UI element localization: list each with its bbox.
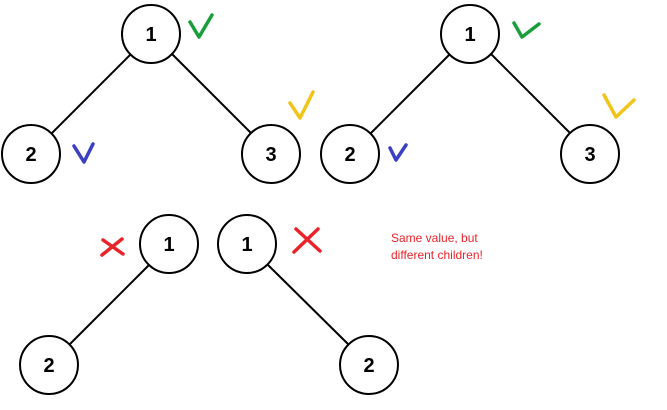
node-d-right: 2 xyxy=(339,335,399,395)
check-b-root xyxy=(512,21,541,39)
check-b-left xyxy=(388,143,408,162)
annotation-note: Same value, but different children! xyxy=(391,230,531,264)
tree-a: 1 2 3 xyxy=(1,4,315,184)
svg-text:1: 1 xyxy=(464,24,475,46)
node-a-right: 3 xyxy=(241,124,301,184)
note-line-1: Same value, but xyxy=(391,231,478,245)
cross-d-root xyxy=(292,227,322,254)
cross-c-root xyxy=(100,237,125,257)
edge-b-root-right xyxy=(490,53,571,134)
svg-text:2: 2 xyxy=(43,355,54,377)
check-a-root xyxy=(188,13,214,39)
edge-b-root-left xyxy=(370,53,451,134)
node-b-left: 2 xyxy=(320,124,380,184)
note-line-2: different children! xyxy=(391,248,483,262)
svg-text:1: 1 xyxy=(241,234,252,256)
node-a-left: 2 xyxy=(1,124,61,184)
check-a-right xyxy=(288,90,315,120)
tree-d: 1 2 xyxy=(217,214,399,395)
check-b-right xyxy=(602,93,636,119)
node-a-root: 1 xyxy=(121,4,181,64)
check-a-left xyxy=(72,142,95,164)
svg-text:1: 1 xyxy=(163,234,174,256)
svg-text:2: 2 xyxy=(363,355,374,377)
svg-text:3: 3 xyxy=(265,144,276,166)
node-c-left: 2 xyxy=(19,335,79,395)
svg-text:2: 2 xyxy=(25,144,36,166)
tree-c: 1 2 xyxy=(19,214,199,395)
node-d-root: 1 xyxy=(217,214,277,274)
node-c-root: 1 xyxy=(139,214,199,274)
edge-a-root-left xyxy=(51,53,132,134)
node-b-root: 1 xyxy=(440,4,500,64)
edge-a-root-right xyxy=(171,53,252,134)
svg-text:1: 1 xyxy=(145,24,156,46)
edge-d-root-right xyxy=(267,264,349,345)
edge-c-root-left xyxy=(69,264,150,345)
svg-text:2: 2 xyxy=(344,144,355,166)
node-b-right: 3 xyxy=(560,124,620,184)
svg-text:3: 3 xyxy=(584,144,595,166)
tree-b: 1 2 3 xyxy=(320,4,636,184)
